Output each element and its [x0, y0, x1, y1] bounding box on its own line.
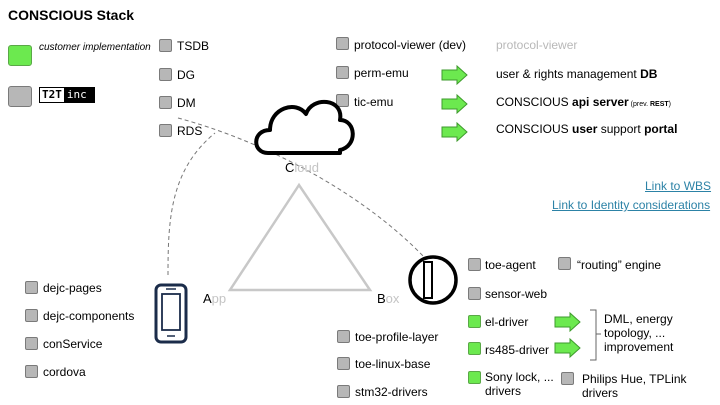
box-sensor-web: sensor-web [485, 287, 548, 301]
portal-protocol-viewer: protocol-viewer [496, 38, 578, 52]
portal-support: CONSCIOUS user support portal [496, 122, 678, 136]
arrow-icon [441, 64, 581, 359]
app-component-box [25, 337, 38, 350]
app-conservice: conService [43, 337, 103, 351]
link-identity[interactable]: Link to Identity considerations [552, 198, 711, 212]
cloud-component-dm: DM [177, 96, 196, 110]
box-component-box [468, 258, 481, 271]
routing-engine: “routing” engine [577, 258, 662, 272]
portal-db: user & rights management DB [496, 67, 658, 81]
cloud-component-box [159, 68, 172, 81]
cloud-component-dg: DG [177, 68, 195, 82]
service-protocol-viewer-dev: protocol-viewer (dev) [354, 38, 467, 52]
corner-cloud-label: Cloud [285, 160, 319, 175]
portal-api: CONSCIOUS api server (prev. REST) [496, 95, 672, 109]
box-toe-agent: toe-agent [485, 258, 536, 272]
dashed-box-connection [177, 117, 426, 259]
stack-triangle [227, 182, 373, 292]
cloud-component-tsdb: TSDB [177, 39, 210, 53]
box-component-box [468, 287, 481, 300]
service-tic-emu: tic-emu [354, 95, 394, 109]
corner-box-label: Box [377, 291, 400, 306]
driver-box [468, 342, 481, 355]
link-wbs[interactable]: Link to WBS [645, 179, 712, 193]
cloud-component-box [159, 96, 172, 109]
linux-layer-box [337, 357, 350, 370]
driver-box [468, 315, 481, 328]
linux-layer-box [337, 330, 350, 343]
app-component-box [25, 365, 38, 378]
philips-box [561, 372, 574, 385]
legend-customer-swatch [8, 45, 32, 66]
cloud-icon [254, 99, 355, 155]
page-title: CONSCIOUS Stack [8, 7, 135, 23]
el-driver: el-driver [485, 315, 529, 329]
app-component-box [25, 281, 38, 294]
rs485-driver: rs485-driver [485, 343, 550, 357]
toe-profile-layer: toe-profile-layer [355, 330, 439, 344]
legend-t2t-swatch [8, 86, 32, 107]
box-power-icon [408, 255, 458, 305]
corner-app-label: App [203, 291, 227, 306]
app-cordova: cordova [43, 365, 86, 379]
service-box [336, 37, 349, 50]
dml-bracket [590, 309, 601, 361]
service-box [336, 66, 349, 79]
routing-box [558, 257, 571, 270]
app-component-box [25, 309, 38, 322]
cloud-component-box [159, 39, 172, 52]
service-box [336, 94, 349, 107]
sony-drivers: Sony lock, ...drivers [485, 370, 554, 398]
app-dejc-components: dejc-components [43, 309, 135, 323]
toe-linux-base: toe-linux-base [355, 357, 431, 371]
stm32-drivers: stm32-drivers [355, 385, 428, 399]
service-perm-emu: perm-emu [354, 66, 409, 80]
cloud-component-rds: RDS [177, 124, 203, 138]
dashed-app-connection [167, 132, 216, 276]
phone-icon [154, 283, 188, 344]
cloud-component-box [159, 124, 172, 137]
legend-customer-label: customer implementation [39, 42, 151, 53]
linux-layer-box [337, 385, 350, 398]
sony-box [468, 371, 481, 384]
app-dejc-pages: dejc-pages [43, 281, 102, 295]
